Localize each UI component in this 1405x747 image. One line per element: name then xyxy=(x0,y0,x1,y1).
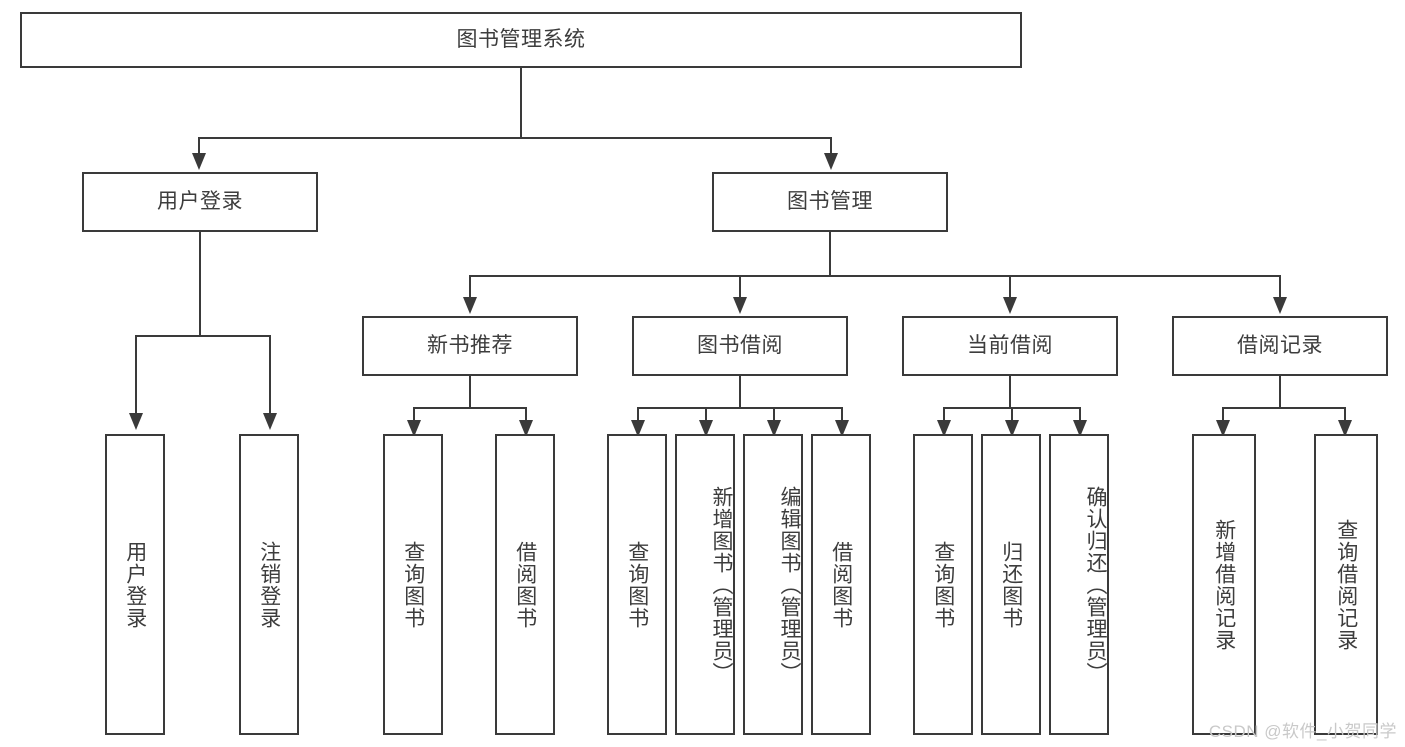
edge-root-to-user-login xyxy=(198,137,200,157)
node-label: 编辑图书（管理员） xyxy=(778,485,801,684)
edge-bm-to-book-borrow xyxy=(739,275,741,299)
edge-br-to-leaf-2 xyxy=(1344,407,1346,423)
leaf-br-add-record[interactable]: 新增借阅记录 xyxy=(1192,434,1256,735)
arrowhead-bb-leaf-2 xyxy=(699,420,713,437)
node-label: 新增图书（管理员） xyxy=(710,485,733,684)
edge-nbr-to-leaf-2 xyxy=(525,407,527,423)
edge-bb-bar xyxy=(637,407,843,409)
node-label: 归还图书 xyxy=(999,540,1023,629)
leaf-user-login-login[interactable]: 用户登录 xyxy=(105,434,165,735)
node-root-book-management-system[interactable]: 图书管理系统 xyxy=(20,12,1022,68)
edge-root-bar xyxy=(198,137,832,139)
arrowhead-cb-leaf-3 xyxy=(1073,420,1087,437)
arrowhead-user-login-leaf-1 xyxy=(129,413,143,430)
node-label: 查询图书 xyxy=(401,540,425,629)
arrowhead-new-book-recommend xyxy=(463,297,477,314)
edge-cb-to-leaf-3 xyxy=(1079,407,1081,423)
edge-bb-to-leaf-4 xyxy=(841,407,843,423)
edge-user-login-to-leaf-2 xyxy=(269,335,271,415)
leaf-bb-borrow-book[interactable]: 借阅图书 xyxy=(811,434,871,735)
edge-user-login-to-leaf-1 xyxy=(135,335,137,415)
arrowhead-borrow-records xyxy=(1273,297,1287,314)
arrowhead-book-borrow xyxy=(733,297,747,314)
edge-user-login-bar xyxy=(135,335,271,337)
node-label: 图书管理系统 xyxy=(456,28,586,52)
leaf-cb-return-book[interactable]: 归还图书 xyxy=(981,434,1041,735)
node-book-borrow[interactable]: 图书借阅 xyxy=(632,316,848,376)
node-label: 图书借阅 xyxy=(697,334,783,358)
arrowhead-nbr-leaf-1 xyxy=(407,420,421,437)
arrowhead-cb-leaf-2 xyxy=(1005,420,1019,437)
leaf-bb-query-book[interactable]: 查询图书 xyxy=(607,434,667,735)
edge-root-to-book-management xyxy=(830,137,832,157)
arrowhead-bb-leaf-4 xyxy=(835,420,849,437)
node-label: 借阅图书 xyxy=(829,540,853,629)
edge-bm-to-new-book xyxy=(469,275,471,299)
node-label: 用户登录 xyxy=(123,540,147,629)
edge-book-management-bar xyxy=(469,275,1281,277)
arrowhead-br-leaf-2 xyxy=(1338,420,1352,437)
edge-nbr-stem xyxy=(469,376,471,408)
edge-bb-stem xyxy=(739,376,741,408)
edge-nbr-bar xyxy=(413,407,527,409)
arrowhead-cb-leaf-1 xyxy=(937,420,951,437)
leaf-nbr-query-book[interactable]: 查询图书 xyxy=(383,434,443,735)
node-label: 查询图书 xyxy=(625,540,649,629)
arrowhead-book-management xyxy=(824,153,838,170)
node-label: 当前借阅 xyxy=(967,334,1053,358)
leaf-cb-query-book[interactable]: 查询图书 xyxy=(913,434,973,735)
edge-nbr-to-leaf-1 xyxy=(413,407,415,423)
edge-root-stem xyxy=(520,68,522,138)
arrowhead-bb-leaf-3 xyxy=(767,420,781,437)
node-label: 用户登录 xyxy=(157,190,243,214)
arrowhead-br-leaf-1 xyxy=(1216,420,1230,437)
arrowhead-user-login-leaf-2 xyxy=(263,413,277,430)
node-user-login[interactable]: 用户登录 xyxy=(82,172,318,232)
node-book-management[interactable]: 图书管理 xyxy=(712,172,948,232)
arrowhead-nbr-leaf-2 xyxy=(519,420,533,437)
edge-bb-to-leaf-2 xyxy=(705,407,707,423)
leaf-user-login-logout[interactable]: 注销登录 xyxy=(239,434,299,735)
leaf-bb-edit-book-admin[interactable]: 编辑图书（管理员） xyxy=(743,434,803,735)
node-label: 查询图书 xyxy=(931,540,955,629)
leaf-nbr-borrow-book[interactable]: 借阅图书 xyxy=(495,434,555,735)
edge-user-login-stem xyxy=(199,232,201,336)
node-current-borrow[interactable]: 当前借阅 xyxy=(902,316,1118,376)
edge-br-to-leaf-1 xyxy=(1222,407,1224,423)
node-label: 新书推荐 xyxy=(427,334,513,358)
edge-cb-to-leaf-2 xyxy=(1011,407,1013,423)
leaf-bb-add-book-admin[interactable]: 新增图书（管理员） xyxy=(675,434,735,735)
arrowhead-bb-leaf-1 xyxy=(631,420,645,437)
edge-bm-to-current-borrow xyxy=(1009,275,1011,299)
node-label: 注销登录 xyxy=(257,540,281,629)
node-label: 图书管理 xyxy=(787,190,873,214)
node-new-book-recommend[interactable]: 新书推荐 xyxy=(362,316,578,376)
edge-bb-to-leaf-3 xyxy=(773,407,775,423)
edge-bm-to-borrow-records xyxy=(1279,275,1281,299)
edge-br-stem xyxy=(1279,376,1281,408)
edge-cb-stem xyxy=(1009,376,1011,408)
edge-bb-to-leaf-1 xyxy=(637,407,639,423)
node-label: 借阅记录 xyxy=(1237,334,1323,358)
node-label: 借阅图书 xyxy=(513,540,537,629)
arrowhead-user-login xyxy=(192,153,206,170)
edge-br-bar xyxy=(1222,407,1346,409)
node-label: 确认归还（管理员） xyxy=(1084,485,1107,684)
leaf-cb-confirm-return-admin[interactable]: 确认归还（管理员） xyxy=(1049,434,1109,735)
arrowhead-current-borrow xyxy=(1003,297,1017,314)
node-label: 查询借阅记录 xyxy=(1334,518,1358,651)
node-borrow-records[interactable]: 借阅记录 xyxy=(1172,316,1388,376)
leaf-br-query-record[interactable]: 查询借阅记录 xyxy=(1314,434,1378,735)
node-label: 新增借阅记录 xyxy=(1212,518,1236,651)
edge-cb-to-leaf-1 xyxy=(943,407,945,423)
edge-book-management-stem xyxy=(829,232,831,276)
